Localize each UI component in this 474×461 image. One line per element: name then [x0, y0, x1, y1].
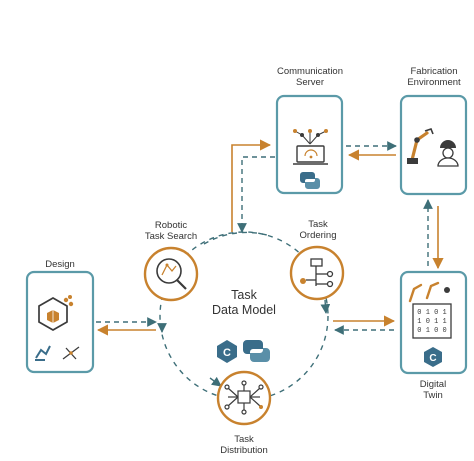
communication-server-label-line2: Server	[296, 77, 324, 88]
c-lang-icon: C	[217, 340, 237, 363]
design-label: Design	[45, 259, 75, 270]
fabrication-environment-label-line2: Environment	[407, 77, 461, 88]
communication-server-box	[275, 94, 344, 195]
communication-server-label: Communication Server	[266, 66, 354, 88]
task-distribution-label: Task Distribution	[212, 434, 276, 456]
robot-arm-icon	[35, 345, 51, 361]
task-data-model-label: Task Data Model	[194, 288, 294, 318]
digital-twin-label: Digital Twin	[402, 379, 464, 401]
cycle-arrow-bottom	[209, 376, 222, 387]
search-to-server-arrow	[231, 139, 272, 232]
cycle-arrow-top	[203, 231, 268, 245]
fabrication-environment-label-line1: Fabrication	[410, 66, 458, 77]
task-ordering-node	[289, 245, 345, 301]
network-laptop-icon	[293, 129, 328, 165]
robot-arm-icon	[408, 281, 450, 303]
digital-twin-box	[399, 270, 468, 375]
task-data-model-label-line1: Task	[231, 288, 257, 302]
design-box	[25, 270, 95, 374]
fabrication-environment-box	[399, 94, 468, 196]
communication-server-label-line1: Communication	[277, 66, 343, 77]
binary-code-icon: 0 1 0 1 1 0 1 1 0 1 0 0	[412, 303, 452, 339]
fabrication-environment-label: Fabrication Environment	[390, 66, 474, 88]
tree-order-icon	[300, 258, 334, 288]
task-ordering-label: Task Ordering	[290, 219, 346, 241]
cycle-arrow-right	[320, 299, 331, 314]
svg-text:1 0 1 1: 1 0 1 1	[417, 318, 446, 326]
task-distribution-label-line2: Distribution	[220, 445, 268, 456]
task-data-model-label-line2: Data Model	[212, 303, 276, 317]
svg-text:C: C	[223, 347, 231, 359]
search-blueprint-icon	[156, 258, 187, 290]
digital-twin-label-line1: Digital	[419, 379, 447, 390]
task-ordering-label-line1: Task	[308, 219, 328, 230]
python-icon	[300, 172, 320, 189]
robotic-task-search-label-line1: Robotic	[154, 220, 188, 231]
robotic-task-search-label: Robotic Task Search	[138, 220, 204, 242]
task-distribution-label-line1: Task	[234, 434, 254, 445]
c-lang-icon: C	[424, 347, 442, 367]
task-ordering-label-line2: Ordering	[299, 230, 337, 241]
drone-icon	[62, 346, 80, 360]
svg-text:0 1 0 0: 0 1 0 0	[417, 327, 446, 335]
robotic-task-search-node	[143, 246, 199, 302]
python-icon	[243, 340, 270, 362]
svg-text:C: C	[429, 353, 436, 364]
svg-text:0 1 0 1: 0 1 0 1	[417, 309, 446, 317]
cube-node-icon	[38, 295, 74, 331]
robot-worker-icon	[407, 128, 459, 167]
robotic-task-search-label-line2: Task Search	[144, 231, 198, 242]
chip-distribution-icon	[224, 380, 264, 415]
digital-twin-label-line2: Twin	[423, 390, 443, 401]
server-to-model-arrow	[237, 156, 275, 233]
